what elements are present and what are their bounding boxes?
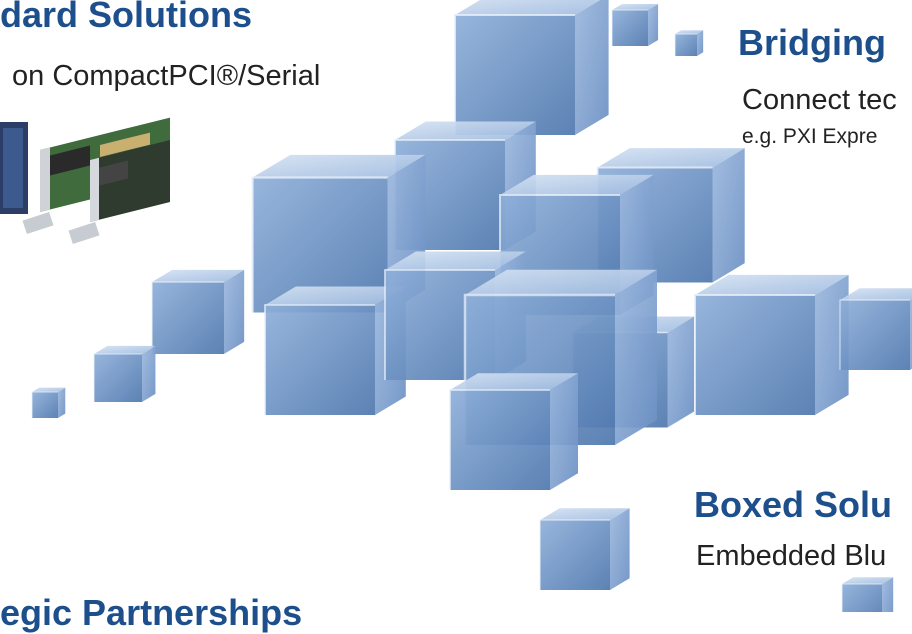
hardware-product-image xyxy=(0,117,170,244)
strategic-partnerships-heading: egic Partnerships xyxy=(0,592,303,633)
cube-icon xyxy=(151,269,245,354)
cubes-group xyxy=(31,0,912,612)
cube-cluster-illustration xyxy=(0,0,912,612)
cube-icon xyxy=(841,577,894,612)
boxed-solutions-subtitle: Embedded Blu xyxy=(696,540,887,572)
cube-icon xyxy=(31,387,66,418)
cube-icon xyxy=(454,0,609,135)
cube-icon xyxy=(694,274,849,415)
cube-icon xyxy=(839,288,912,370)
cube-icon xyxy=(449,373,578,490)
bridging-heading: Bridging xyxy=(738,22,886,63)
bridging-subtitle: Connect tec xyxy=(742,84,897,116)
boxed-solutions-heading: Boxed Solu xyxy=(694,484,893,525)
cube-icon xyxy=(539,508,630,590)
standard-solutions-subtitle: on CompactPCI®/Serial xyxy=(12,60,321,92)
bridging-note: e.g. PXI Expre xyxy=(742,125,878,148)
cube-icon xyxy=(93,345,156,402)
cube-icon xyxy=(611,3,659,47)
cube-icon xyxy=(674,30,704,56)
standard-solutions-heading: dard Solutions xyxy=(0,0,252,35)
